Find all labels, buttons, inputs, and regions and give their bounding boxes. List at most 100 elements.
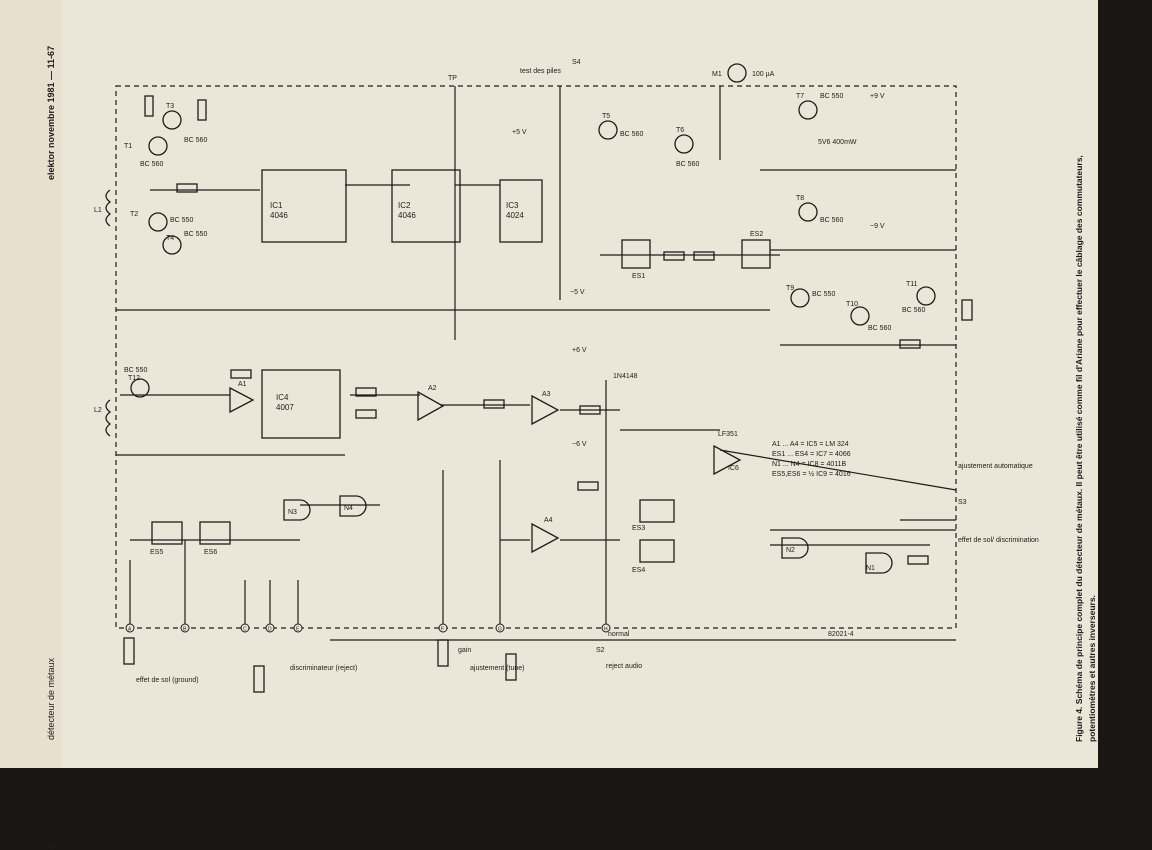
r63-resistor — [907, 555, 929, 565]
es2-block — [741, 239, 771, 269]
s2-label: S2 — [596, 647, 605, 654]
terminal-f — [438, 623, 448, 633]
n1-label: N1 — [866, 565, 875, 572]
n4-label: N4 — [344, 505, 353, 512]
t11-label: T11 — [906, 281, 918, 288]
es6-label: ES6 — [204, 549, 217, 556]
ic3-part: 4024 — [506, 211, 524, 220]
tp-label: TP — [448, 75, 457, 82]
t6-type: BC 560 — [676, 161, 699, 168]
t11-type: BC 560 — [902, 307, 925, 314]
es6-block — [199, 521, 231, 545]
ic3-label: IC3 — [506, 201, 519, 210]
zener-label: 5V6 400mW — [818, 139, 857, 146]
d-1n4148-label: 1N4148 — [613, 373, 638, 380]
minus6-label: −6 V — [572, 441, 587, 448]
p4-pot — [123, 637, 135, 665]
t12-label: T12 — [128, 375, 140, 382]
ic3-block — [499, 179, 543, 243]
t7-symbol — [798, 100, 818, 120]
t3-type: BC 560 — [184, 137, 207, 144]
es5-block — [151, 521, 183, 545]
t4-label: T4 — [166, 235, 174, 242]
t9-type: BC 550 — [812, 291, 835, 298]
ic6-amp — [713, 444, 742, 476]
ajustement-auto-label: ajustement automatique — [958, 463, 1033, 470]
t12-symbol — [130, 378, 150, 398]
t1-label: T1 — [124, 143, 132, 150]
page-header: elektor novembre 1981 — 11-67 — [46, 45, 56, 180]
reject-audio-label: reject audio — [606, 663, 642, 670]
terminal-g — [495, 623, 505, 633]
t5-type: BC 560 — [620, 131, 643, 138]
t4-type: BC 550 — [184, 231, 207, 238]
t6-symbol — [674, 134, 694, 154]
left-margin — [0, 0, 62, 768]
m1-label: M1 — [712, 71, 722, 78]
r41-resistor — [355, 387, 377, 397]
t3-symbol — [162, 110, 182, 130]
plus5-label: +5 V — [512, 129, 527, 136]
gain-label: gain — [458, 647, 471, 654]
caption-line-1: Figure 4. Schéma de principe complet du … — [1074, 155, 1084, 742]
a1-label: A1 — [238, 381, 247, 388]
plus6-label: +6 V — [572, 347, 587, 354]
ic1-part: 4046 — [270, 211, 288, 220]
p7-pot — [505, 653, 517, 681]
ic4-part: 4007 — [276, 403, 294, 412]
figure-number: 82021-4 — [828, 631, 854, 638]
terminal-d — [265, 623, 275, 633]
t7-type: BC 550 — [820, 93, 843, 100]
legend-line-1: A1 ... A4 = IC5 = LM 324 — [772, 441, 849, 448]
page-number: 4 — [44, 843, 58, 850]
t9-symbol — [790, 288, 810, 308]
meter-symbol — [727, 63, 747, 83]
r58-resistor — [577, 481, 599, 491]
t12-type: BC 550 — [124, 367, 147, 374]
n2-label: N2 — [786, 547, 795, 554]
r25-resistor — [693, 251, 715, 261]
t5-symbol — [598, 120, 618, 140]
r1-resistor — [144, 95, 154, 117]
terminal-letter-e: E — [296, 627, 300, 633]
frame — [115, 85, 957, 629]
es3-block — [639, 499, 675, 523]
r4-resistor — [197, 99, 207, 121]
a3-amp — [531, 394, 560, 426]
t7-label: T7 — [796, 93, 804, 100]
terminal-letter-g: G — [498, 627, 502, 633]
a2-amp — [417, 390, 445, 422]
t8-symbol — [798, 202, 818, 222]
a4-amp — [531, 522, 560, 554]
n3-label: N3 — [288, 509, 297, 516]
p3-pot — [961, 299, 973, 321]
terminal-letter-c: C — [243, 627, 247, 633]
es4-block — [639, 539, 675, 563]
t8-type: BC 560 — [820, 217, 843, 224]
ic2-part: 4046 — [398, 211, 416, 220]
n4-gate — [339, 495, 367, 517]
l1-label: L1 — [94, 207, 102, 214]
a3-label: A3 — [542, 391, 551, 398]
minus5-label: −5 V — [570, 289, 585, 296]
terminal-b — [180, 623, 190, 633]
wiring — [115, 85, 957, 641]
r11-resistor — [176, 183, 198, 193]
t8-label: T8 — [796, 195, 804, 202]
r54-resistor — [579, 405, 601, 415]
ic2-block — [391, 169, 461, 243]
t2-label: T2 — [130, 211, 138, 218]
es1-block — [621, 239, 651, 269]
p5-pot — [253, 665, 265, 693]
ic1-block — [261, 169, 347, 243]
s4-label: S4 — [572, 59, 581, 66]
t4-symbol — [162, 235, 182, 255]
es5-label: ES5 — [150, 549, 163, 556]
terminal-c — [240, 623, 250, 633]
es4-label: ES4 — [632, 567, 645, 574]
a1-amp — [229, 386, 255, 414]
terminal-letter-a: A — [128, 627, 132, 633]
t3-label: T3 — [166, 103, 174, 110]
